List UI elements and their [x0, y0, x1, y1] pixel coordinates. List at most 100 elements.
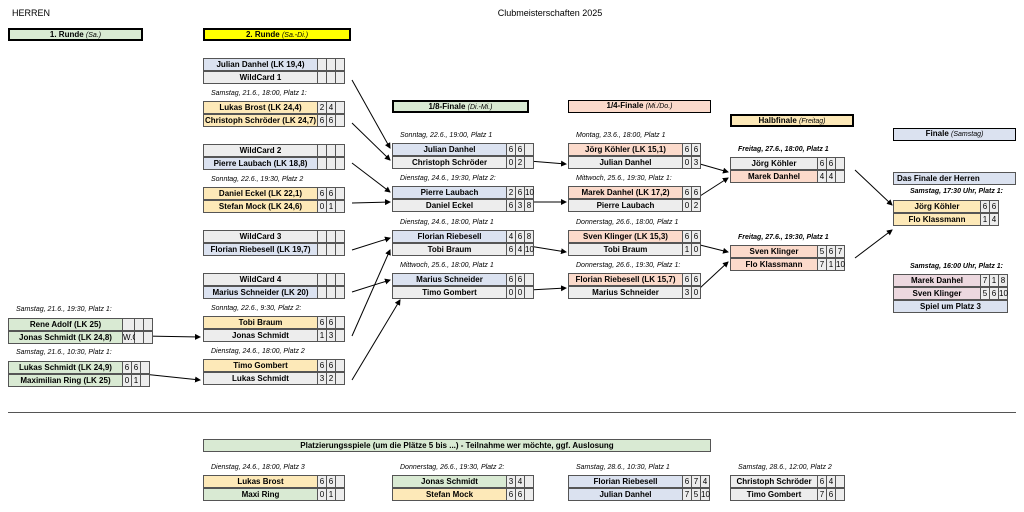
label-round-1: 1. Runde (Sa.) [8, 28, 143, 41]
score: 7 [981, 274, 990, 287]
player-name: Sven Klinger (LK 15,3) [568, 230, 683, 243]
score [318, 243, 327, 256]
player-name: Tobi Braum [568, 243, 683, 256]
score: 1 [827, 258, 836, 271]
score: 10 [525, 186, 534, 199]
score: 1 [327, 200, 336, 213]
score: 6 [327, 359, 336, 372]
player-name: Lukas Brost [203, 475, 318, 488]
score [836, 488, 845, 501]
score [141, 361, 150, 374]
player-name: Jörg Köhler [893, 200, 981, 213]
score [525, 286, 534, 299]
score [141, 374, 150, 387]
third-place-match[interactable]: Marek Danhel 7 1 8 Sven Klinger 5 6 10 S… [893, 274, 1008, 313]
score: 7 [836, 245, 845, 258]
score [318, 273, 327, 286]
label-round-2: 2. Runde (Sa.-Di.) [203, 28, 351, 41]
score [144, 331, 153, 344]
player-name: Florian Riebesell (LK 19,7) [203, 243, 318, 256]
score [135, 318, 144, 331]
player-row: WildCard 2 [203, 144, 345, 157]
score [318, 144, 327, 157]
score: 0 [683, 199, 692, 212]
score: 6 [327, 187, 336, 200]
score [336, 243, 345, 256]
score: 2 [692, 199, 701, 212]
player-name: Lukas Schmidt (LK 24,9) [8, 361, 123, 374]
score: 0 [318, 200, 327, 213]
score [336, 488, 345, 501]
score [336, 286, 345, 299]
score: 0 [692, 286, 701, 299]
score [336, 200, 345, 213]
score: 2 [507, 186, 516, 199]
player-name: Timo Gombert [203, 359, 318, 372]
score: 0 [683, 156, 692, 169]
score: 1 [990, 274, 999, 287]
score: 6 [327, 316, 336, 329]
score: 0 [123, 374, 132, 387]
match-date: Samstag, 21.6., 10:30, Platz 1: [16, 349, 112, 356]
score [336, 144, 345, 157]
score: 6 [827, 157, 836, 170]
score [336, 71, 345, 84]
player-name: Jörg Köhler (LK 15,1) [568, 143, 683, 156]
player-name: Lukas Schmidt [203, 372, 318, 385]
final-date: Samstag, 17:30 Uhr, Platz 1: [910, 188, 1003, 195]
score: 6 [507, 273, 516, 286]
match-date: Donnerstag, 26.6., 18:00, Platz 1 [576, 219, 679, 226]
score [336, 101, 345, 114]
match-date: Dienstag, 24.6., 19:30, Platz 2: [400, 175, 496, 182]
score: 4 [827, 170, 836, 183]
match-r1-1[interactable]: Rene Adolf (LK 25)Jonas Schmidt (LK 24,8… [8, 318, 153, 344]
score: 6 [692, 273, 701, 286]
score: 6 [516, 143, 525, 156]
player-name: Daniel Eckel (LK 22,1) [203, 187, 318, 200]
final-match[interactable]: Jörg Köhler 6 6 Flo Klassmann 1 4 [893, 200, 999, 226]
score: 4 [327, 101, 336, 114]
match-r2-1[interactable]: Julian Danhel (LK 19,4)WildCard 1 [203, 58, 345, 84]
score: 6 [516, 273, 525, 286]
player-name: Tobi Braum [392, 243, 507, 256]
score: 1 [132, 374, 141, 387]
score: 10 [999, 287, 1008, 300]
score: 4 [516, 243, 525, 256]
player-name: Marius Schneider (LK 20) [203, 286, 318, 299]
player-row: WildCard 1 [203, 71, 345, 84]
score: 1 [683, 243, 692, 256]
score: 1 [318, 329, 327, 342]
